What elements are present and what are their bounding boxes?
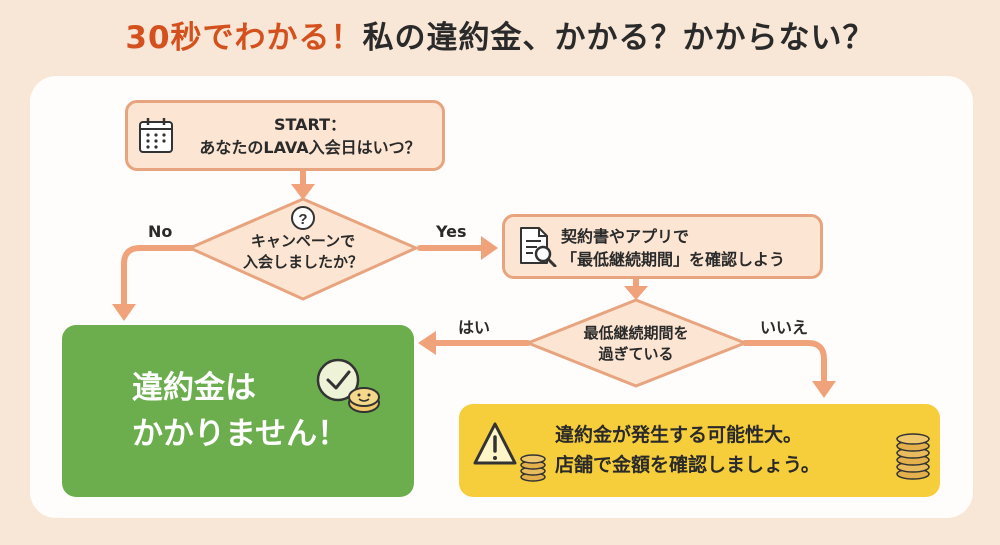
fee-line2: 店舗で金額を確認しましょう。 xyxy=(555,454,820,476)
no-fee-text: 違約金は かかりません！ xyxy=(132,365,348,457)
period-line2: 過ぎている xyxy=(598,345,674,363)
check-coin-icon xyxy=(316,358,380,413)
campaign-line1: キャンペーンで xyxy=(250,232,356,250)
label-iie: いいえ xyxy=(760,318,809,337)
fee-line1: 違約金が発生する可能性大。 xyxy=(555,424,803,446)
question-icon: ? xyxy=(291,206,315,230)
document-search-icon xyxy=(520,227,557,267)
coin-stack-icon xyxy=(896,433,930,480)
calendar-icon xyxy=(139,118,173,153)
arrow-period-no xyxy=(742,340,827,386)
no-fee-result-box: 違約金は かかりません！ xyxy=(62,325,414,497)
arrow-campaign-no xyxy=(121,245,198,308)
no-fee-line2: かかりません！ xyxy=(132,416,349,452)
warning-coins-icon xyxy=(473,422,546,482)
fee-text: 違約金が発生する可能性大。 店舗で金額を確認しましょう。 xyxy=(555,420,820,480)
campaign-line2: 入会しましたか？ xyxy=(242,253,363,271)
contract-line1: 契約書やアプリで xyxy=(561,227,690,246)
contract-line2: 「最低継続期間」を確認しよう xyxy=(561,250,786,269)
contract-text: 契約書やアプリで 「最低継続期間」を確認しよう xyxy=(561,225,823,271)
start-line2: あなたのLAVA入会日はいつ？ xyxy=(199,138,421,157)
fee-result-box: 違約金が発生する可能性大。 店舗で金額を確認しましょう。 xyxy=(459,404,940,497)
arrowhead-start xyxy=(291,184,315,200)
start-line1: START： xyxy=(273,115,347,134)
period-decision-diamond xyxy=(526,298,747,388)
svg-text:?: ? xyxy=(298,211,307,228)
label-yes: Yes xyxy=(436,222,467,241)
arrowhead-no xyxy=(112,304,136,321)
start-text: START： あなたのLAVA入会日はいつ？ xyxy=(180,113,440,159)
arrowhead-iie xyxy=(812,381,836,398)
campaign-text: キャンペーンで 入会しましたか？ xyxy=(203,231,403,273)
label-no: No xyxy=(148,222,173,241)
title-accent: 30秒でわかる！ xyxy=(125,20,363,56)
arrowhead-hai xyxy=(418,331,436,355)
label-hai: はい xyxy=(458,318,491,337)
no-fee-line1: 違約金は xyxy=(132,370,256,406)
period-line1: 最低継続期間を xyxy=(583,324,689,342)
arrowhead-contract xyxy=(624,286,648,300)
arrowhead-yes xyxy=(481,236,498,260)
start-box: START： あなたのLAVA入会日はいつ？ xyxy=(125,100,445,171)
campaign-decision-diamond xyxy=(188,197,418,301)
page-title: 30秒でわかる！私の違約金、かかる？かからない？ xyxy=(0,12,1000,57)
period-text: 最低継続期間を 過ぎている xyxy=(546,323,726,365)
title-main: 私の違約金、かかる？かからない？ xyxy=(362,20,875,56)
contract-box: 契約書やアプリで 「最低継続期間」を確認しよう xyxy=(502,214,823,279)
